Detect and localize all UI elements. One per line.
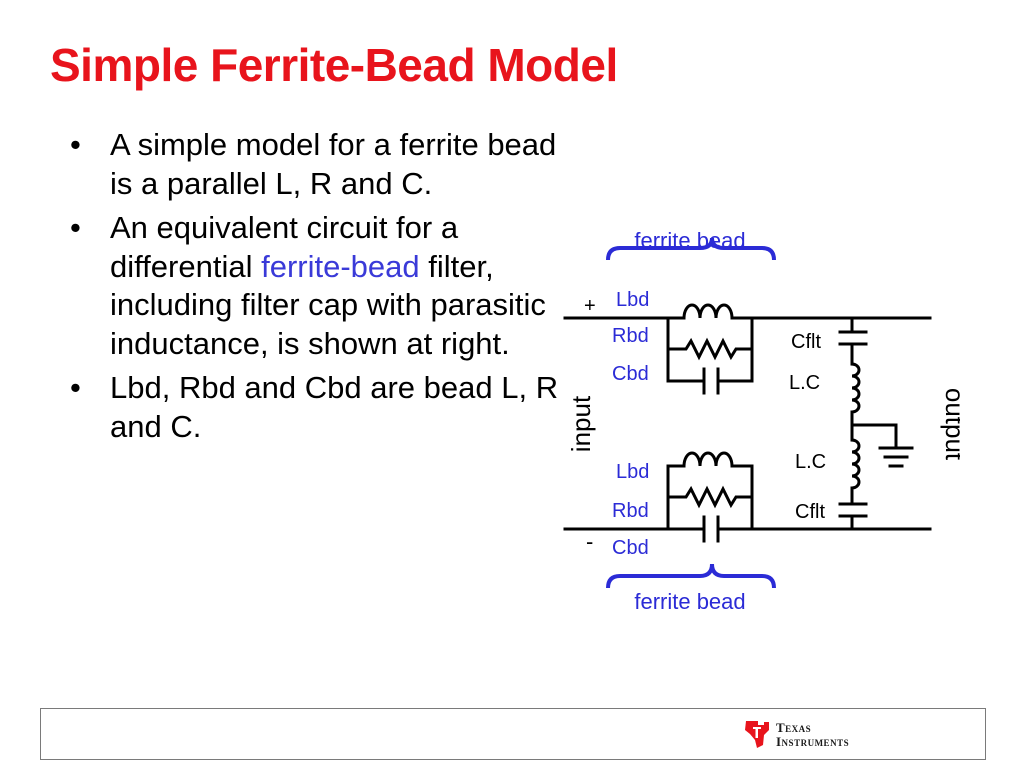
top-bead-capacitor (666, 367, 754, 395)
bottom-bead-capacitor (666, 515, 754, 543)
top-filter-cap-label: Cflt (791, 331, 821, 353)
bottom-bead-c-label: Cbd (612, 537, 649, 559)
bottom-brace-label: ferrite bead (634, 589, 745, 614)
ground-symbol (850, 423, 914, 468)
bottom-filter-ind-label: L.C (795, 451, 826, 473)
top-brace-label: ferrite bead (634, 228, 745, 253)
bottom-bead-inductor (666, 451, 754, 468)
footer-bar (40, 708, 986, 760)
bottom-brace (606, 563, 776, 589)
bullet-text: A simple model for a ferrite bead is a p… (110, 127, 557, 201)
top-bead-resistor (666, 337, 754, 361)
top-bead-l-label: Lbd (616, 289, 649, 311)
bottom-filter-ind (850, 423, 861, 504)
slide-title: Simple Ferrite-Bead Model (50, 39, 618, 91)
bullet-list: A simple model for a ferrite bead is a p… (70, 126, 560, 452)
minus-label: - (586, 529, 593, 554)
output-label: output (940, 388, 960, 461)
top-bead-inductor (666, 303, 754, 320)
top-bead-r-label: Rbd (612, 325, 649, 347)
bullet-item: Lbd, Rbd and Cbd are bead L, R and C. (70, 369, 560, 446)
logo-text-line2: Instruments (776, 734, 850, 749)
plus-label: + (584, 295, 596, 317)
bullet-item: A simple model for a ferrite bead is a p… (70, 126, 560, 203)
bullet-text-post: filter, including filter cap with parasi… (110, 248, 546, 361)
top-filter-ind (850, 342, 861, 427)
bullet-highlight: ferrite-bead (261, 248, 420, 284)
ti-logo: Texas Instruments (742, 716, 882, 756)
top-bead-c-label: Cbd (612, 363, 649, 385)
top-brace (606, 237, 776, 261)
top-filter-ind-label: L.C (789, 372, 820, 394)
bullet-item: An equivalent circuit for a differential… (70, 209, 560, 363)
circuit-diagram: ferrite bead ferrite bead + - input outp… (563, 228, 960, 614)
bottom-bead-resistor (666, 485, 754, 509)
input-label: input (566, 395, 596, 452)
bottom-filter-cap (838, 502, 868, 531)
top-filter-cap (838, 330, 868, 346)
bottom-bead-l-label: Lbd (616, 461, 649, 483)
texas-instruments-logo-icon (745, 721, 769, 748)
bottom-filter-cap-label: Cflt (795, 501, 825, 523)
bottom-bead-r-label: Rbd (612, 500, 649, 522)
logo-text-line1: Texas (776, 720, 812, 735)
bullet-text: Lbd, Rbd and Cbd are bead L, R and C. (110, 370, 559, 444)
bullet-text-pre: An equivalent circuit for a differential (110, 210, 459, 284)
